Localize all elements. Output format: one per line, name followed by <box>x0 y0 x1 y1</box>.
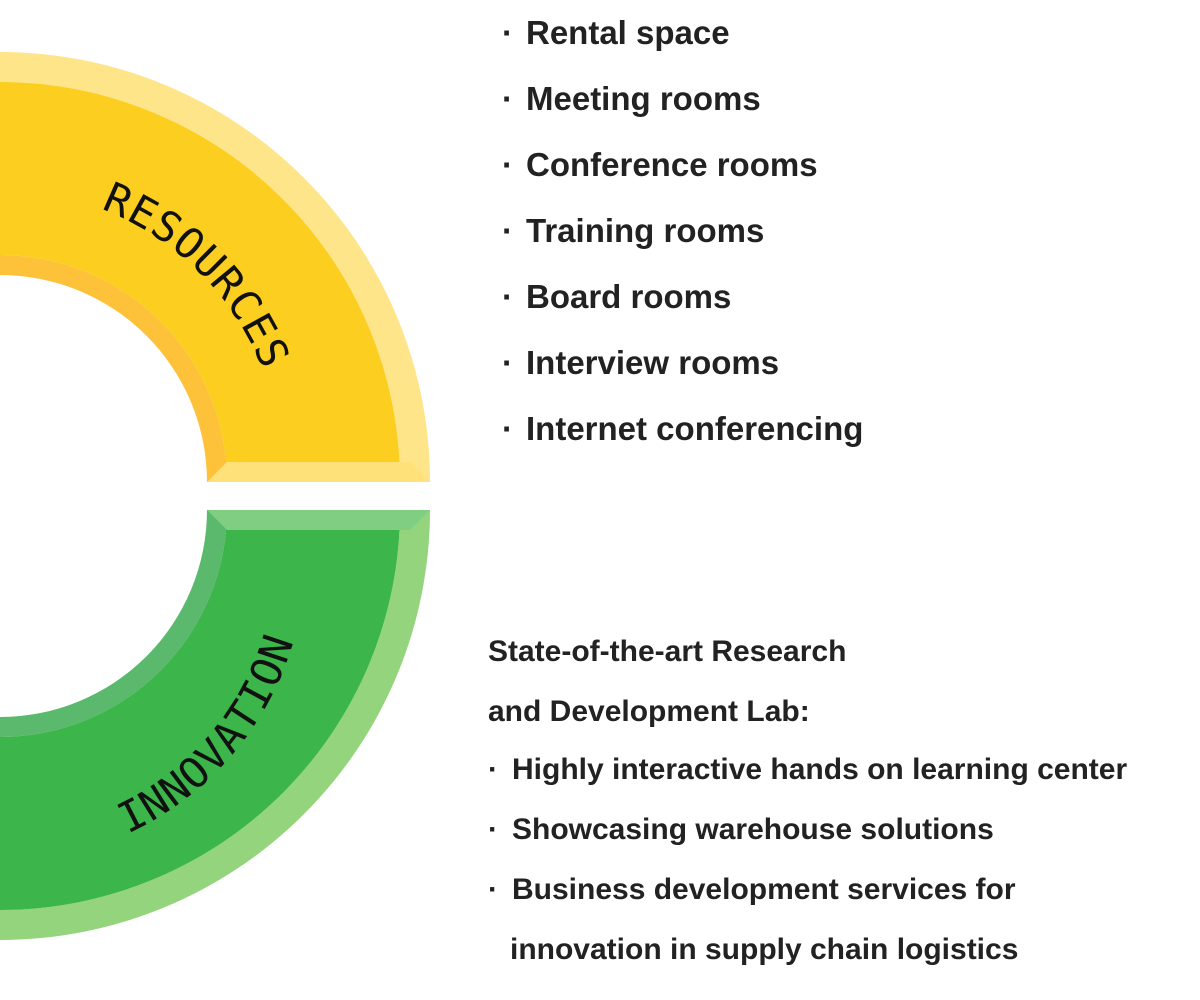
list-item: ·Conference rooms <box>502 146 818 183</box>
innovation-inner-bevel <box>0 510 227 737</box>
resources-side-bevel <box>207 462 430 482</box>
innovation-heading-line2: and Development Lab: <box>488 695 810 728</box>
innovation-main-band <box>0 510 400 910</box>
resources-list: ·Rental space ·Meeting rooms ·Conference… <box>502 8 863 470</box>
list-item: ·Board rooms <box>502 278 732 315</box>
list-item: ·Interview rooms <box>502 344 780 381</box>
list-item: ·Internet conferencing <box>502 410 864 447</box>
innovation-outer-bevel <box>0 510 430 940</box>
list-item: ·Rental space <box>502 14 730 51</box>
innovation-side-bevel <box>207 510 430 530</box>
innovation-segment: INNOVATION <box>0 510 430 940</box>
list-item: ·Meeting rooms <box>502 80 761 117</box>
resources-segment: RESOURCES <box>0 52 430 482</box>
resources-inner-bevel <box>0 255 227 482</box>
resources-outer-bevel <box>0 52 430 482</box>
innovation-list: ·Highly interactive hands on learning ce… <box>488 740 1127 980</box>
list-item: ·Highly interactive hands on learning ce… <box>488 753 1128 786</box>
arc-diagram: RESOURCES INNOVATION <box>0 52 430 940</box>
resources-main-band <box>0 82 400 482</box>
list-item: ·Showcasing warehouse solutions <box>488 813 994 846</box>
innovation-heading-line1: State-of-the-art Research <box>488 635 847 668</box>
list-item: ·Training rooms <box>502 212 765 249</box>
innovation-heading: State-of-the-art Research and Developmen… <box>488 622 846 742</box>
list-item-continuation: innovation in supply chain logistics <box>510 933 1019 966</box>
